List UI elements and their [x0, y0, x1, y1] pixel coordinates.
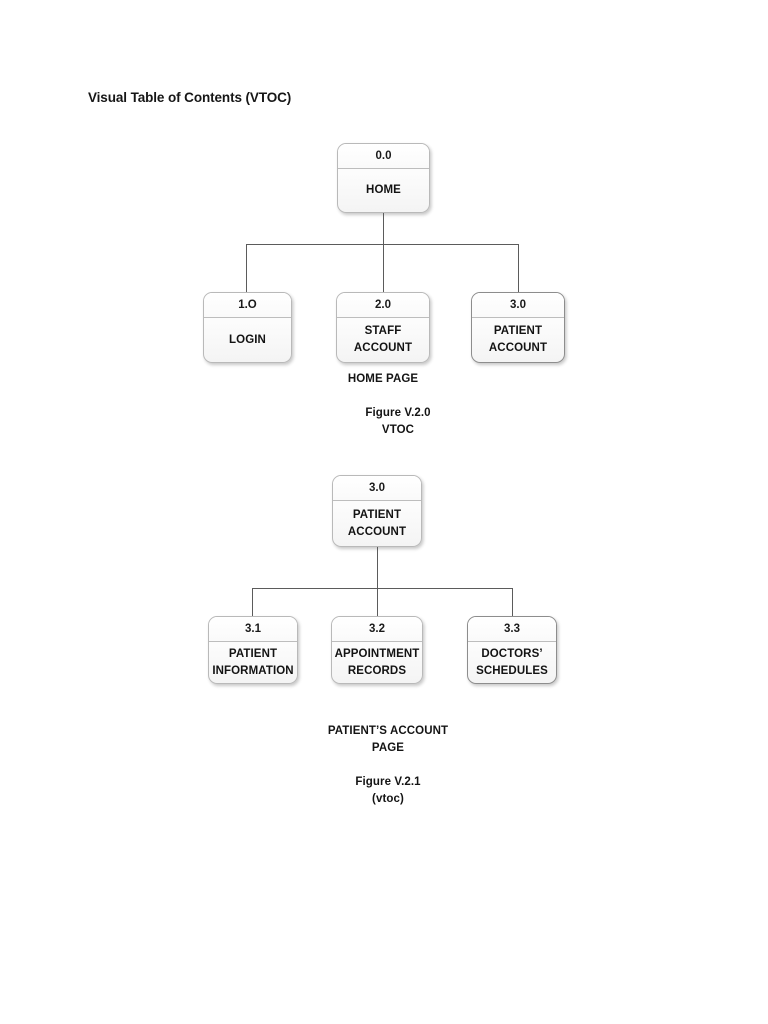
- node-number: 3.0: [472, 293, 564, 318]
- node-number: 2.0: [337, 293, 429, 318]
- node-number: 1.O: [204, 293, 291, 318]
- node-number: 3.1: [209, 617, 297, 642]
- connector-drop-1: [252, 588, 253, 616]
- node-number: 3.3: [468, 617, 556, 642]
- connector-root-stem: [377, 547, 378, 589]
- node-1-0-login[interactable]: 1.O LOGIN: [203, 292, 292, 363]
- node-number: 0.0: [338, 144, 429, 169]
- node-3-1-patient-information[interactable]: 3.1 PATIENT INFORMATION: [208, 616, 298, 684]
- node-3-0-patient-account[interactable]: 3.0 PATIENT ACCOUNT: [471, 292, 565, 363]
- node-0-0-home[interactable]: 0.0 HOME: [337, 143, 430, 213]
- node-label: STAFF ACCOUNT: [353, 325, 413, 354]
- diagram-vtoc-patient-account: 3.0 PATIENT ACCOUNT 3.1 PATIENT INFORMAT…: [0, 0, 768, 805]
- node-3-0-patient-account-root[interactable]: 3.0 PATIENT ACCOUNT: [332, 475, 422, 547]
- node-label: APPOINTMENT RECORDS: [334, 647, 420, 677]
- connector-bus: [252, 588, 513, 589]
- node-number: 3.0: [333, 476, 421, 501]
- diagram-figure-caption: Figure V.2.0 VTOC: [365, 407, 431, 437]
- connector-drop-1: [246, 244, 247, 292]
- node-label: HOME: [366, 184, 401, 197]
- node-3-3-doctors-schedules[interactable]: 3.3 DOCTORS’ SCHEDULES: [467, 616, 557, 684]
- node-2-0-staff-account[interactable]: 2.0 STAFF ACCOUNT: [336, 292, 430, 363]
- node-label: PATIENT ACCOUNT: [488, 325, 548, 354]
- connector-drop-3: [512, 588, 513, 616]
- diagram-figure-caption: Figure V.2.1 (vtoc): [355, 776, 421, 806]
- diagram-vtoc-home: 0.0 HOME 1.O LOGIN 2.0 STAFF ACCOUNT 3.0…: [0, 0, 768, 440]
- connector-drop-2: [383, 244, 384, 292]
- node-number: 3.2: [332, 617, 422, 642]
- diagram-page-label: HOME PAGE: [347, 373, 419, 385]
- diagram-page-label: PATIENT’S ACCOUNT PAGE: [327, 725, 449, 755]
- connector-drop-2: [377, 588, 378, 616]
- connector-drop-3: [518, 244, 519, 292]
- node-label: LOGIN: [229, 333, 266, 346]
- node-label: DOCTORS’ SCHEDULES: [476, 647, 548, 677]
- connector-bus: [246, 244, 519, 245]
- node-label: PATIENT INFORMATION: [212, 647, 294, 677]
- node-label: PATIENT ACCOUNT: [347, 508, 407, 538]
- connector-root-stem: [383, 213, 384, 245]
- node-3-2-appointment-records[interactable]: 3.2 APPOINTMENT RECORDS: [331, 616, 423, 684]
- page-title: Visual Table of Contents (VTOC): [88, 90, 292, 105]
